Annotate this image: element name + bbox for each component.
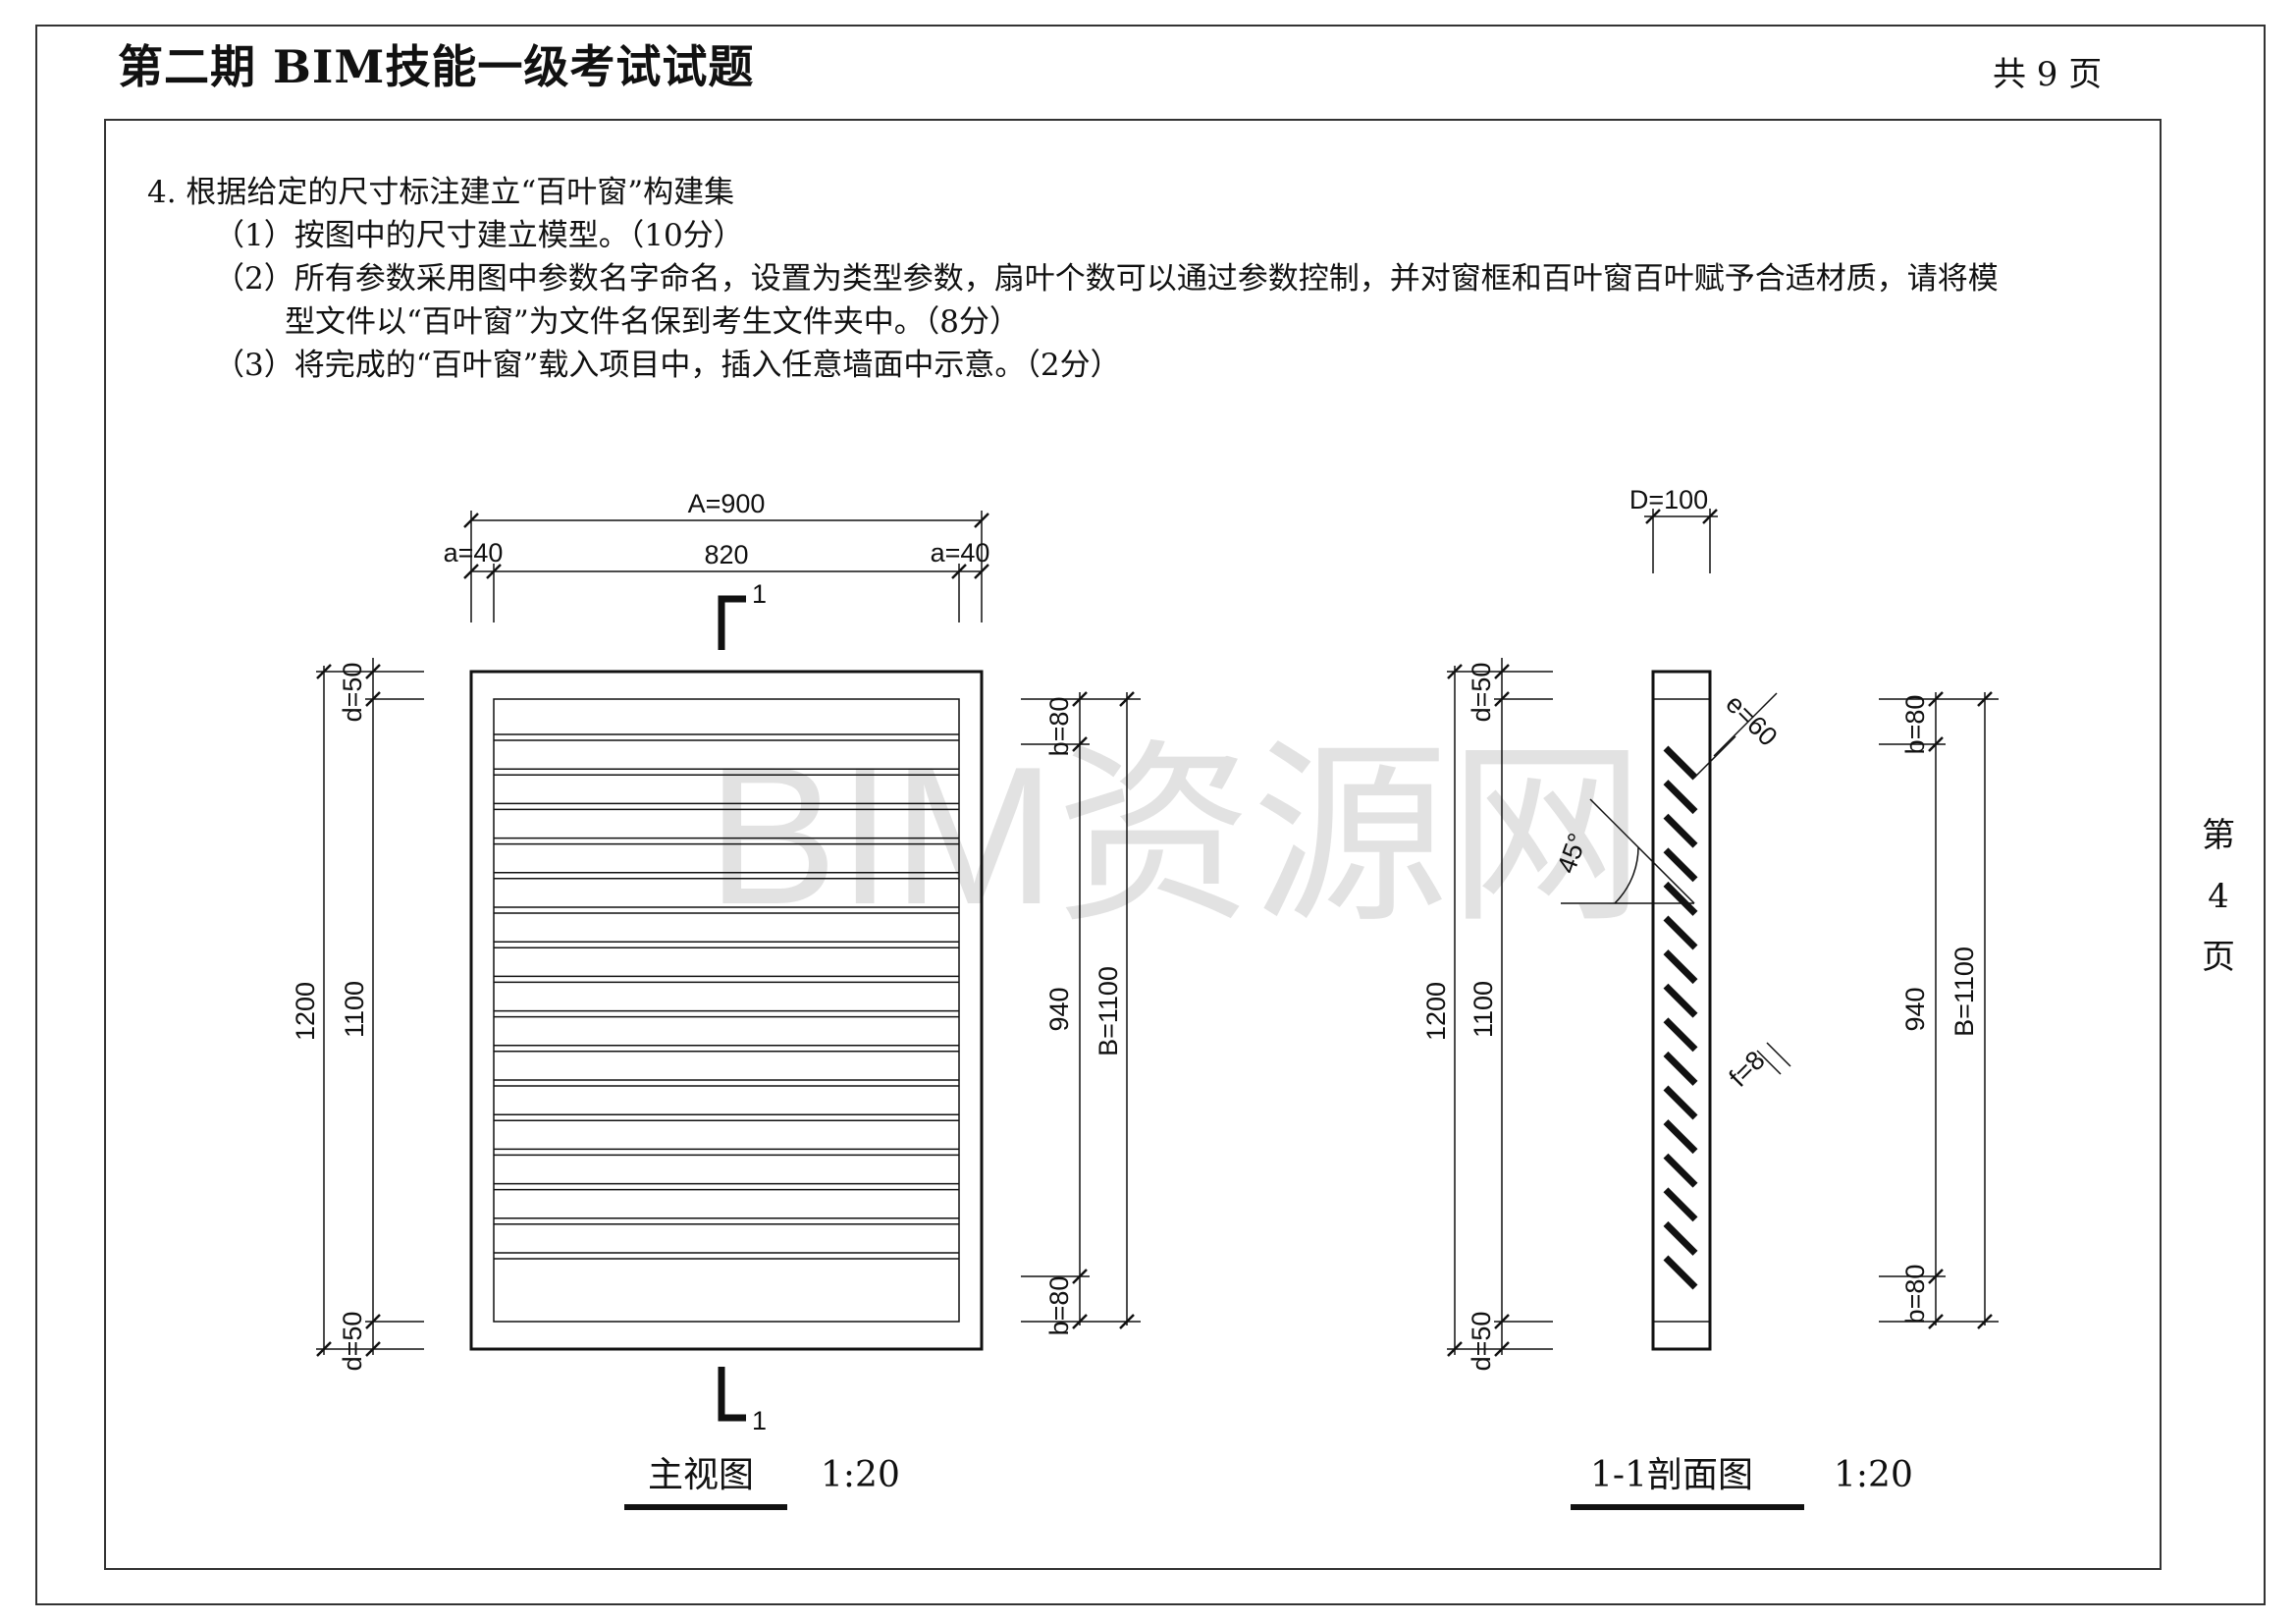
window-frame-outer <box>469 670 984 1351</box>
section-slat <box>1663 745 1698 781</box>
section-slat <box>1663 1220 1698 1256</box>
section-slat <box>1663 881 1698 916</box>
question-item-1: （1）按图中的尺寸建立模型。（10分） <box>214 218 744 253</box>
dim-f: f=8 <box>1723 1045 1770 1092</box>
sheet-border-outer <box>35 25 2266 1605</box>
section-slat <box>1663 813 1698 848</box>
dim-A: A=900 <box>688 489 766 518</box>
dim-front-B: B=1100 <box>1094 966 1123 1056</box>
page-number-prefix: 第 <box>2202 816 2235 855</box>
section-view <box>1651 670 1712 1351</box>
dim-front-inner-height: 1100 <box>340 981 369 1038</box>
dim-section-b-top: b=80 <box>1900 695 1930 755</box>
total-pages: 共 9 页 <box>1993 55 2103 94</box>
section-slat <box>1663 915 1698 950</box>
e-dimension <box>1693 692 1778 779</box>
watermark: BIM资源网 <box>707 727 1645 946</box>
section-view-scale: 1:20 <box>1834 1455 1913 1495</box>
front-view-caption: 主视图 <box>648 1455 754 1495</box>
page-number-vertical: 第 4 页 <box>2199 805 2238 988</box>
f-dimension <box>1756 1042 1791 1075</box>
section-mark-top <box>718 595 746 650</box>
section-slat <box>1663 1017 1698 1053</box>
dim-section-total-height: 1200 <box>1421 982 1451 1041</box>
front-right-dimensions <box>1021 690 1141 1330</box>
section-frame <box>1651 670 1712 1351</box>
section-slat <box>1663 1187 1698 1222</box>
dim-a-left: a=40 <box>444 538 504 568</box>
dim-section-louver-height: 940 <box>1900 987 1930 1031</box>
dim-front-total-height: 1200 <box>291 982 320 1041</box>
section-slat <box>1663 1085 1698 1120</box>
dim-section-B: B=1100 <box>1949 947 1979 1037</box>
dim-a-right: a=40 <box>931 538 990 568</box>
section-mark-bottom-label: 1 <box>752 1406 767 1435</box>
question-item-2: （2）所有参数采用图中参数名字命名，设置为类型参数，扇叶个数可以通过参数控制，并… <box>214 261 1999 297</box>
dim-front-d-bottom: d=50 <box>338 1312 367 1372</box>
dim-front-d-top: d=50 <box>338 663 367 723</box>
dim-section-d-top: d=50 <box>1467 663 1496 723</box>
dim-D: D=100 <box>1629 485 1708 514</box>
section-slats <box>1663 745 1698 1290</box>
front-view <box>469 670 984 1351</box>
dim-section-b-bottom: b=80 <box>1900 1265 1930 1325</box>
section-mark-top-label: 1 <box>752 579 767 609</box>
question-item-2-cont: 型文件以“百叶窗”为文件名保到考生文件夹中。（8分） <box>285 304 1020 340</box>
section-slat <box>1663 1153 1698 1188</box>
page-number-suffix: 页 <box>2202 938 2235 977</box>
section-slat <box>1663 983 1698 1018</box>
section-slat <box>1663 780 1698 815</box>
section-slat <box>1663 847 1698 883</box>
page-number-value: 4 <box>2208 877 2229 916</box>
dim-front-b-top: b=80 <box>1044 697 1074 757</box>
section-right-dimensions <box>1879 690 1999 1330</box>
louver-blades <box>494 733 959 1260</box>
exam-title: 第二期 BIM技能一级考试试题 <box>118 40 755 93</box>
section-slat <box>1663 949 1698 985</box>
section-left-dimensions <box>1446 658 1553 1358</box>
section-slat <box>1663 1119 1698 1155</box>
question-stem: 4. 根据给定的尺寸标注建立“百叶窗”构建集 <box>147 175 735 210</box>
dim-section-d-bottom: d=50 <box>1467 1312 1496 1372</box>
dim-front-louver-height: 940 <box>1044 987 1074 1031</box>
dim-front-b-bottom: b=80 <box>1044 1276 1074 1336</box>
sheet-border-inner <box>104 119 2162 1570</box>
section-slat <box>1663 1255 1698 1290</box>
section-top-dimension <box>1644 508 1719 573</box>
dim-section-inner-height: 1100 <box>1468 981 1498 1038</box>
front-left-dimensions <box>315 658 424 1358</box>
front-top-dimensions <box>462 511 990 622</box>
angle-annotation <box>1561 798 1695 904</box>
front-view-scale: 1:20 <box>821 1455 900 1495</box>
section-slat <box>1663 1051 1698 1086</box>
dim-inner-width: 820 <box>704 540 748 569</box>
question-item-3: （3）将完成的“百叶窗”载入项目中，插入任意墙面中示意。（2分） <box>214 348 1121 383</box>
section-view-caption: 1-1剖面图 <box>1590 1455 1753 1495</box>
section-mark-bottom <box>718 1367 746 1422</box>
